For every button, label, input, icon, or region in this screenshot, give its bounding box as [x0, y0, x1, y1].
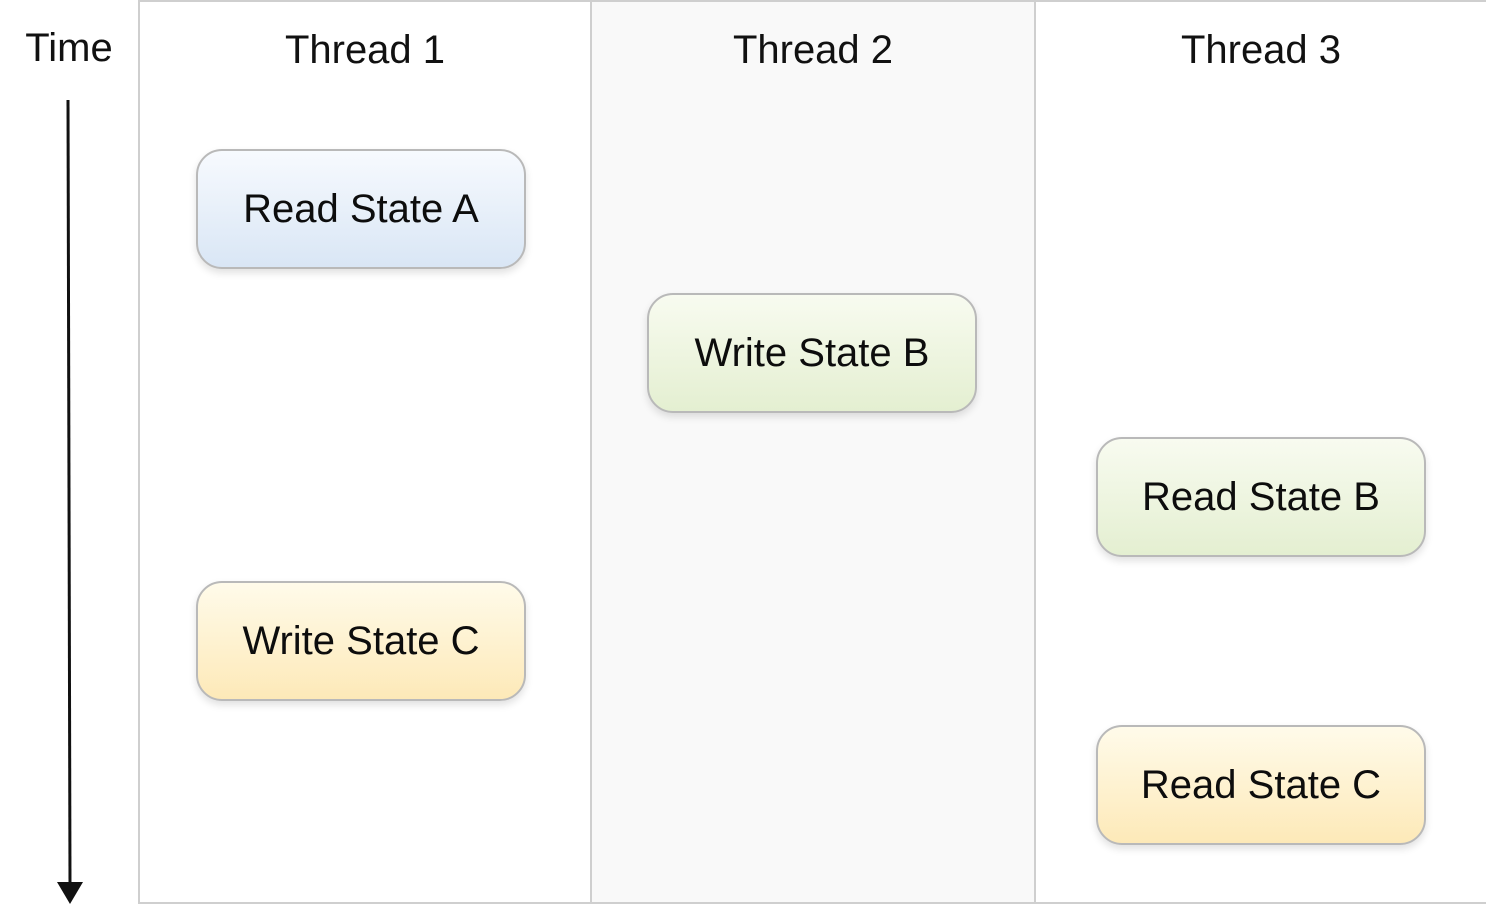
operation-write-state-b: Write State B: [647, 293, 977, 413]
thread-lanes: Thread 1 Read State A Write State C Thre…: [138, 0, 1486, 904]
time-arrow-icon: [57, 99, 83, 904]
thread-title: Thread 2: [732, 28, 894, 72]
thread-lane-2: Thread 2 Write State B: [590, 2, 1036, 902]
time-axis-label: Time: [25, 26, 113, 70]
operation-read-state-b: Read State B: [1096, 437, 1426, 557]
operation-read-state-a: Read State A: [196, 149, 526, 269]
thread-title: Thread 3: [1180, 28, 1342, 72]
thread-lane-1: Thread 1 Read State A Write State C: [140, 2, 590, 902]
operation-write-state-c: Write State C: [196, 581, 526, 701]
thread-title: Thread 1: [284, 28, 446, 72]
operation-read-state-c: Read State C: [1096, 725, 1426, 845]
thread-lane-3: Thread 3 Read State B Read State C: [1036, 2, 1486, 902]
